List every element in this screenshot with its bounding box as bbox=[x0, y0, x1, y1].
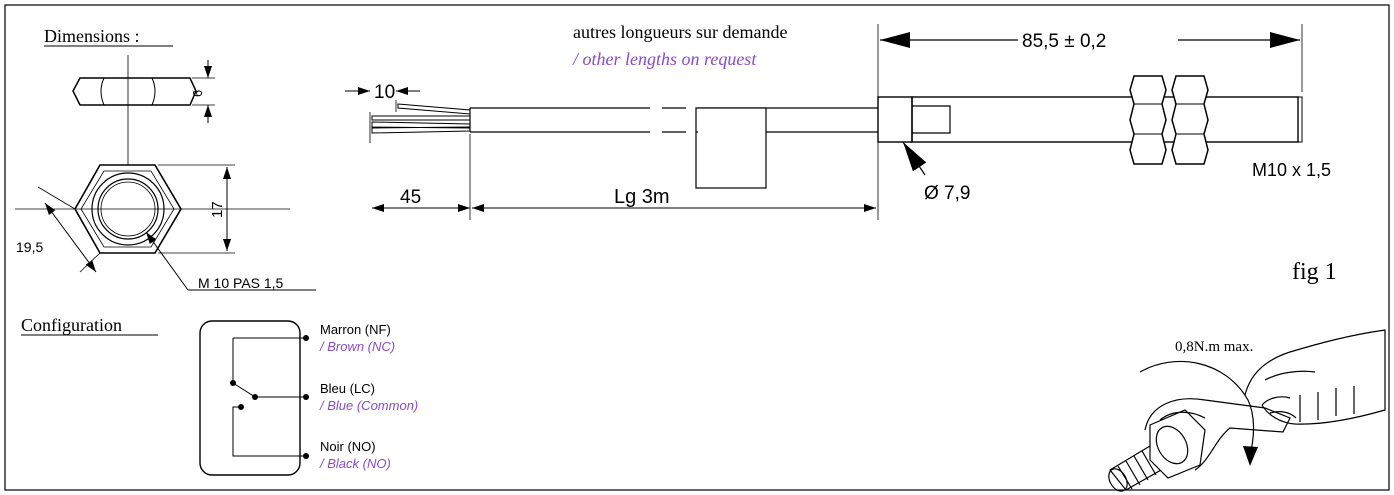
cable bbox=[469, 107, 878, 189]
nut-side-view bbox=[72, 55, 215, 165]
wire-blue-en: / Blue (Common) bbox=[319, 398, 418, 413]
strip-length-label: 10 bbox=[374, 82, 395, 103]
across-corners-label: 19,5 bbox=[16, 239, 43, 255]
nut-front-view bbox=[15, 164, 316, 291]
configuration-heading: Configuration bbox=[21, 315, 122, 335]
body-length-label: 85,5 ± 0,2 bbox=[1022, 31, 1106, 52]
wire-black-fr: Noir (NO) bbox=[320, 439, 376, 454]
thread-size-label: M10 x 1,5 bbox=[1252, 160, 1331, 180]
wire-black-en: / Black (NO) bbox=[319, 456, 391, 471]
wrench-illustration bbox=[1108, 329, 1386, 492]
dimensions-heading: Dimensions : bbox=[44, 26, 140, 46]
figure-number: fig 1 bbox=[1292, 259, 1337, 285]
drawing-border bbox=[4, 4, 1390, 491]
cable-length-label: Lg 3m bbox=[614, 186, 670, 208]
wire-blue-fr: Bleu (LC) bbox=[320, 381, 375, 396]
wiring-diagram bbox=[199, 320, 309, 476]
other-lengths-fr: autres longueurs sur demande bbox=[573, 22, 787, 42]
rotation-arrow-head bbox=[1243, 446, 1258, 466]
across-flats-label: 17 bbox=[209, 201, 226, 218]
sheath-length-label: 45 bbox=[400, 187, 421, 208]
thread-callout-label: M 10 PAS 1,5 bbox=[198, 275, 284, 291]
sensor-body bbox=[877, 75, 1303, 165]
dimension-lines bbox=[372, 24, 1303, 220]
wire-brown-fr: Marron (NF) bbox=[320, 322, 391, 337]
torque-label: 0,8N.m max. bbox=[1175, 339, 1253, 355]
other-lengths-en: / other lengths on request bbox=[572, 49, 757, 69]
nut-thickness-label: 6 bbox=[190, 90, 205, 97]
stripped-wires bbox=[345, 87, 471, 143]
wire-brown-en: / Brown (NC) bbox=[319, 339, 395, 354]
cable-diameter-label: Ø 7,9 bbox=[924, 183, 970, 204]
